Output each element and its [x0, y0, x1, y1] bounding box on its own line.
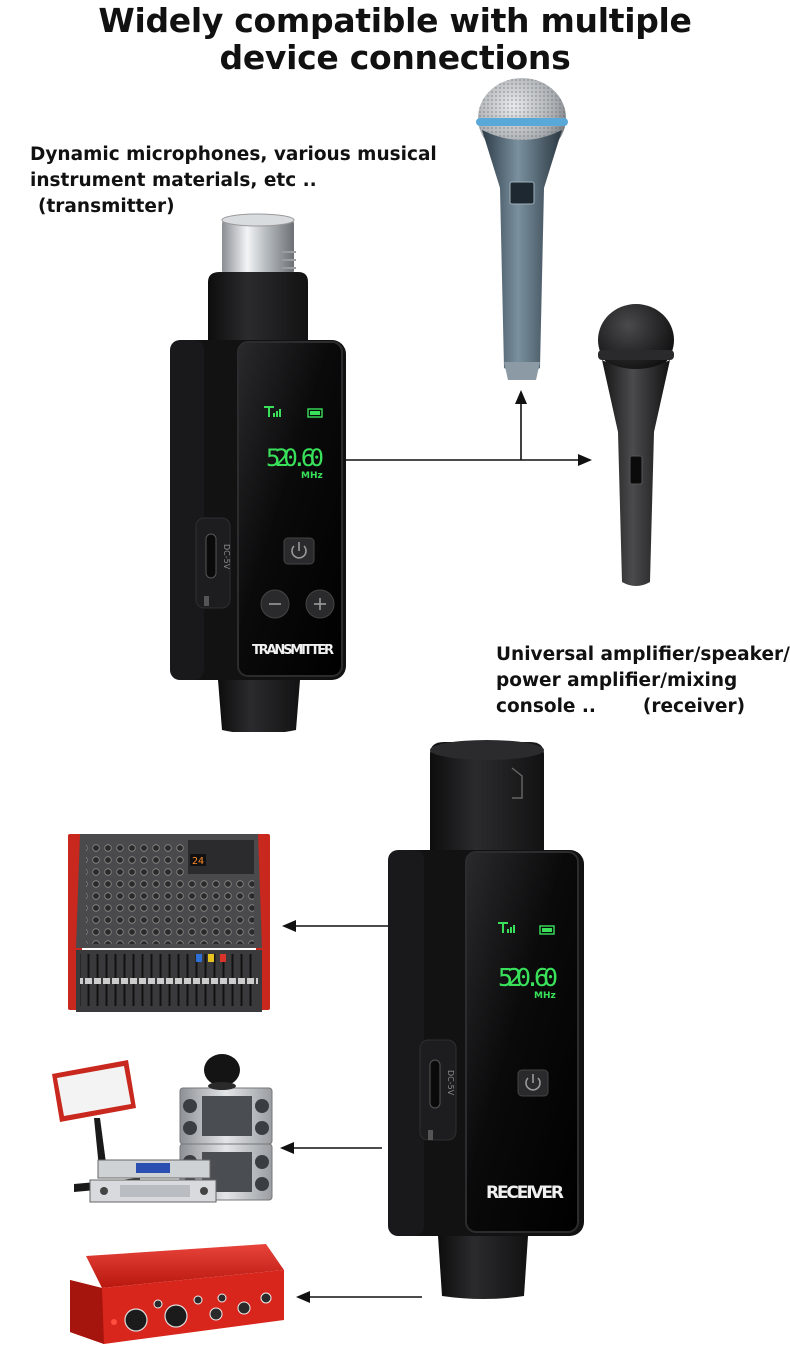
transmitter-signal-icon — [264, 406, 281, 417]
receiver-port-label: DC-5V — [446, 1070, 455, 1096]
receiver-caption-line-4: (receiver) — [642, 696, 746, 717]
transmitter-minus-button[interactable] — [260, 589, 290, 619]
receiver-unit: MHz — [534, 991, 556, 1001]
mixer-display: 24 — [192, 856, 204, 867]
power-icon — [291, 545, 307, 559]
transmitter-plus-button[interactable] — [305, 589, 335, 619]
receiver-caption-line-3-wrap: console .. (receiver) — [496, 694, 790, 720]
transmitter-label: TRANSMITTER — [252, 643, 334, 658]
receiver-caption-line-3: console .. — [496, 696, 596, 717]
receiver-frequency: 520.60 — [498, 963, 558, 992]
receiver-battery-icon — [539, 925, 555, 935]
transmitter-caption: Dynamic microphones, various musical ins… — [30, 142, 437, 220]
receiver-device: DC-5V 520.60 MHz RECEIVER — [388, 740, 584, 1299]
receiver-power-button[interactable] — [517, 1069, 549, 1097]
audio-interface — [70, 1244, 284, 1344]
transmitter-unit: MHz — [301, 471, 323, 481]
transmitter-device: DC-5V 520.60 MHz TRANSMITTER — [170, 213, 346, 732]
transmitter-power-button[interactable] — [283, 537, 315, 565]
handheld-microphone — [598, 304, 674, 586]
receiver-caption-line-1: Universal amplifier/speaker/ — [496, 644, 790, 665]
transmitter-port-label: DC-5V — [222, 544, 231, 570]
transmitter-caption-line-3: (transmitter) — [38, 196, 175, 217]
beta-microphone — [476, 78, 568, 380]
receiver-caption-line-2: power amplifier/mixing — [496, 670, 738, 691]
speaker-system — [52, 1054, 273, 1203]
mixing-console: 24 — [68, 834, 270, 1012]
receiver-signal-icon — [498, 922, 515, 933]
receiver-caption: Universal amplifier/speaker/ power ampli… — [496, 642, 790, 720]
title-line-2: device connections — [219, 38, 571, 77]
page-title: Widely compatible with multiple device c… — [0, 2, 790, 76]
title-line-1: Widely compatible with multiple — [98, 1, 692, 40]
receiver-label: RECEIVER — [486, 1183, 564, 1203]
transmitter-caption-line-2: instrument materials, etc .. — [30, 170, 317, 191]
transmitter-battery-icon — [307, 408, 323, 418]
transmitter-caption-line-1: Dynamic microphones, various musical — [30, 144, 437, 165]
power-icon — [525, 1077, 541, 1091]
transmitter-frequency: 520.60 — [266, 444, 324, 472]
